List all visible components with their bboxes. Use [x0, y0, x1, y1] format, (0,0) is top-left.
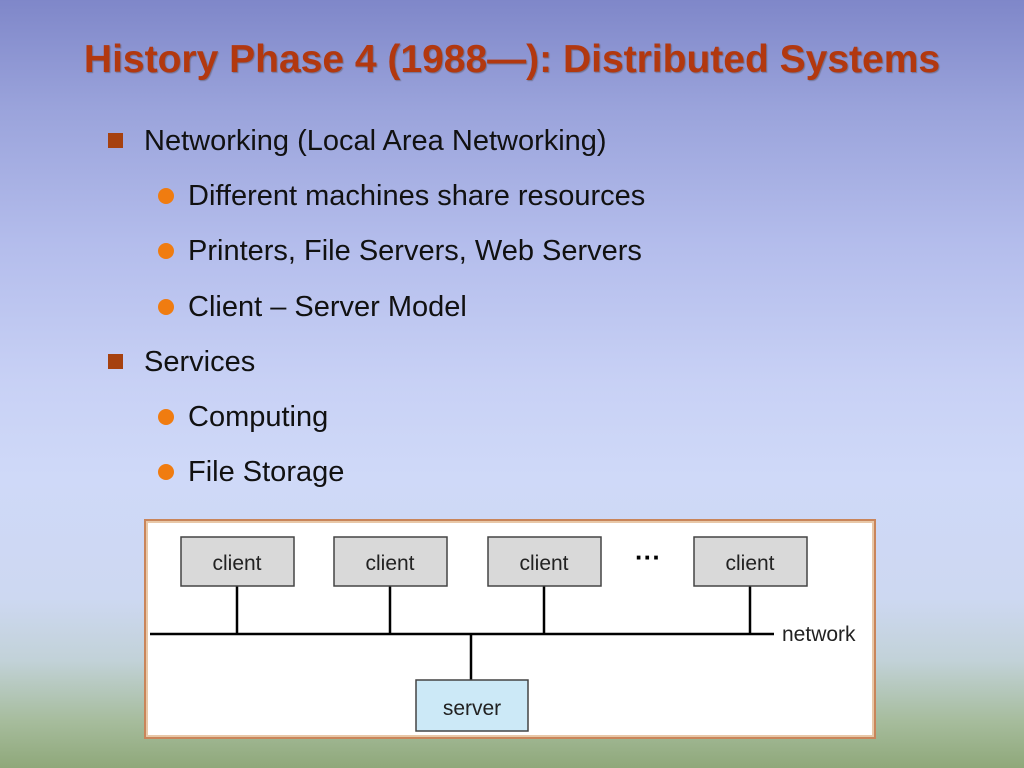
client-server-diagram: client client client client ··· network …: [144, 519, 876, 739]
dot-bullet-icon: [158, 409, 174, 425]
bullet-networking: Networking (Local Area Networking): [108, 124, 607, 158]
sub-bullet-text: Printers, File Servers, Web Servers: [188, 235, 642, 267]
client-node: client: [487, 536, 602, 587]
client-node: client: [333, 536, 448, 587]
sub-bullet-client-server: Client – Server Model: [158, 290, 467, 324]
sub-bullet-file-storage: File Storage: [158, 455, 345, 489]
square-bullet-icon: [108, 133, 123, 148]
sub-bullet-text: Client – Server Model: [188, 291, 467, 323]
network-diagram-svg: client client client client ··· network …: [150, 536, 856, 732]
sub-bullet-computing: Computing: [158, 400, 329, 434]
dot-bullet-icon: [158, 464, 174, 480]
client-node: client: [693, 536, 808, 587]
client-label: client: [212, 552, 261, 575]
slide-title: History Phase 4 (1988—): Distributed Sys…: [83, 38, 941, 81]
bullet-text: Services: [144, 346, 256, 378]
sub-bullet-share-resources: Different machines share resources: [158, 179, 646, 213]
sub-bullet-text: Different machines share resources: [188, 180, 646, 212]
bullet-services: Services: [108, 345, 256, 379]
server-label: server: [443, 697, 501, 720]
network-label: network: [782, 623, 856, 646]
square-bullet-icon: [108, 354, 123, 369]
ellipsis-label: ···: [635, 542, 661, 572]
dot-bullet-icon: [158, 243, 174, 259]
bullet-text: Networking (Local Area Networking): [144, 125, 607, 157]
bullet-list: Networking (Local Area Networking) Diffe…: [108, 124, 646, 489]
client-node: client: [180, 536, 295, 587]
server-node: server: [415, 679, 529, 732]
client-label: client: [365, 552, 414, 575]
sub-bullet-text: File Storage: [188, 456, 345, 488]
sub-bullet-servers: Printers, File Servers, Web Servers: [158, 234, 642, 268]
dot-bullet-icon: [158, 299, 174, 315]
client-label: client: [725, 552, 774, 575]
client-label: client: [519, 552, 568, 575]
dot-bullet-icon: [158, 188, 174, 204]
sub-bullet-text: Computing: [188, 401, 329, 433]
